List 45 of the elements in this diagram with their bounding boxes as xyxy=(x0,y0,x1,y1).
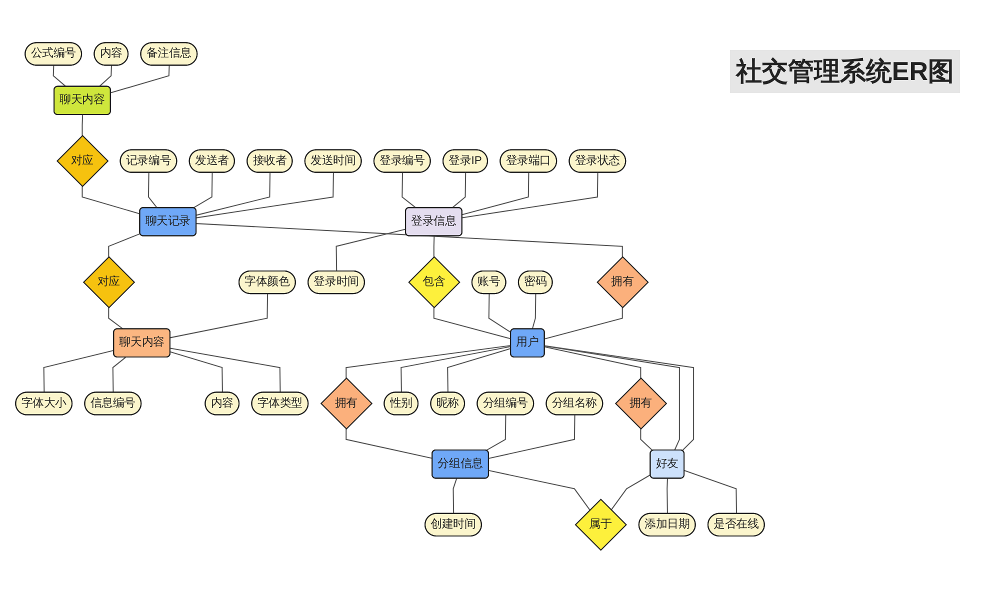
connector xyxy=(532,294,536,329)
connector xyxy=(98,65,112,87)
connector xyxy=(108,307,124,330)
node-diamond: 拥有 xyxy=(596,256,649,308)
connector xyxy=(610,474,651,510)
connector xyxy=(544,346,642,378)
connector xyxy=(433,236,435,257)
connector xyxy=(108,232,140,257)
connector xyxy=(400,346,511,392)
node-diamond: 拥有 xyxy=(614,377,668,430)
node-diamond: 对应 xyxy=(82,256,136,308)
connector xyxy=(170,347,281,392)
connector xyxy=(666,478,668,514)
connector xyxy=(346,428,433,459)
connector xyxy=(110,65,170,93)
connector xyxy=(43,349,114,392)
node-diamond: 拥有 xyxy=(320,377,373,430)
connector xyxy=(82,114,84,136)
connector xyxy=(640,428,654,451)
connector xyxy=(82,186,140,214)
connector xyxy=(148,172,158,208)
connector xyxy=(52,65,66,87)
connector xyxy=(170,351,223,392)
connector xyxy=(488,414,576,459)
connector xyxy=(447,348,512,392)
connector xyxy=(112,356,126,392)
node-diamond: 对应 xyxy=(56,134,109,187)
connector xyxy=(684,470,738,514)
connector xyxy=(196,172,334,218)
diagram-title: 社交管理系统ER图 xyxy=(730,50,960,93)
connector xyxy=(488,470,590,510)
connector xyxy=(196,222,623,257)
connector xyxy=(433,307,511,339)
connector xyxy=(170,294,268,338)
connector xyxy=(452,172,466,208)
connector xyxy=(462,172,530,215)
connector xyxy=(402,172,416,208)
connector xyxy=(196,172,271,216)
node-diamond: 属于 xyxy=(574,498,627,550)
connector xyxy=(346,344,511,378)
connector xyxy=(452,478,458,514)
node-diamond: 包含 xyxy=(408,256,460,308)
connector xyxy=(462,172,598,218)
connector xyxy=(544,307,623,339)
connector xyxy=(336,228,406,271)
